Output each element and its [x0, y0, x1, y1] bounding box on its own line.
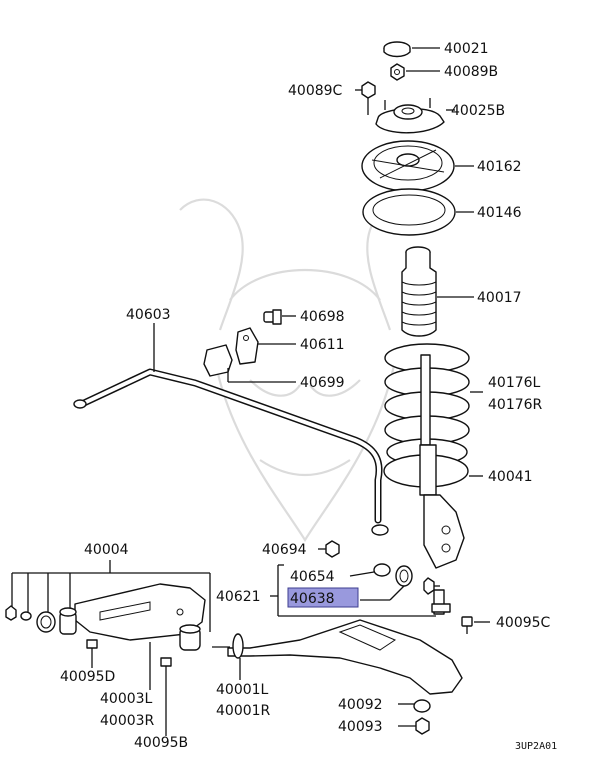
part-40041-strut-assembly[interactable] — [383, 354, 483, 569]
part-40638-stabilizer-link[interactable] — [423, 577, 451, 615]
part-nut-small[interactable] — [5, 605, 17, 621]
label-40021[interactable]: 40021 — [444, 41, 489, 57]
part-40162-spring-seat[interactable] — [361, 140, 474, 192]
label-40694[interactable]: 40694 — [262, 542, 307, 558]
label-40017[interactable]: 40017 — [477, 290, 522, 306]
label-40146[interactable]: 40146 — [477, 205, 522, 221]
part-40694-nut[interactable] — [318, 540, 340, 558]
part-bushing-rear[interactable] — [179, 624, 201, 651]
part-spacer-ring[interactable] — [36, 611, 56, 633]
part-washer[interactable] — [395, 565, 413, 587]
label-40611[interactable]: 40611 — [300, 337, 345, 353]
part-40021-dust-cap[interactable] — [383, 41, 440, 58]
part-40092-spacer[interactable] — [398, 699, 431, 713]
part-40611-bracket[interactable] — [235, 327, 296, 365]
label-40001r[interactable]: 40001R — [216, 703, 271, 719]
label-40041[interactable]: 40041 — [488, 469, 533, 485]
part-40089c-nut[interactable] — [355, 81, 376, 115]
figure-code: 3UP2A01 — [515, 741, 557, 752]
part-bushing-front[interactable] — [59, 607, 77, 635]
label-40003l[interactable]: 40003L — [100, 691, 153, 707]
label-40025b[interactable]: 40025B — [451, 103, 505, 119]
label-40176l[interactable]: 40176L — [488, 375, 541, 391]
label-40095c[interactable]: 40095C — [496, 615, 551, 631]
label-40001l[interactable]: 40001L — [216, 682, 269, 698]
part-washer-small[interactable] — [20, 611, 32, 621]
part-40004-callout-bracket — [11, 560, 211, 632]
part-40003-crossmember[interactable] — [74, 583, 206, 690]
label-40603[interactable]: 40603 — [126, 307, 171, 323]
label-40176r[interactable]: 40176R — [488, 397, 543, 413]
label-40093[interactable]: 40093 — [338, 719, 383, 735]
part-40621-callout-bracket — [270, 564, 436, 617]
label-40621[interactable]: 40621 — [216, 589, 261, 605]
label-40095d[interactable]: 40095D — [60, 669, 115, 685]
part-40146-spring-insulator[interactable] — [362, 188, 474, 236]
part-40698-bolt[interactable] — [263, 309, 296, 325]
label-40638[interactable]: 40638 — [290, 591, 335, 607]
part-40654-bushing[interactable] — [349, 563, 391, 577]
label-40654[interactable]: 40654 — [290, 569, 335, 585]
highlight-box-40638[interactable] — [287, 587, 359, 608]
part-40095c-bolt[interactable] — [461, 616, 490, 634]
part-40093-nut[interactable] — [398, 717, 430, 735]
label-40004[interactable]: 40004 — [84, 542, 129, 558]
label-40162[interactable]: 40162 — [477, 159, 522, 175]
label-40698[interactable]: 40698 — [300, 309, 345, 325]
label-40699[interactable]: 40699 — [300, 375, 345, 391]
part-40095d-bolt[interactable] — [86, 639, 98, 668]
part-40001-lower-arm[interactable] — [212, 619, 463, 695]
part-40603-stabilizer-bar[interactable] — [73, 323, 389, 536]
part-40095b-bolt[interactable] — [160, 657, 172, 736]
part-40089b-nut[interactable] — [390, 63, 440, 81]
label-40089c[interactable]: 40089C — [288, 83, 343, 99]
part-40025b-upper-mount[interactable] — [375, 98, 455, 134]
label-40089b[interactable]: 40089B — [444, 64, 498, 80]
label-40095b[interactable]: 40095B — [134, 735, 188, 751]
label-40092[interactable]: 40092 — [338, 697, 383, 713]
part-40699-bushing[interactable] — [203, 344, 296, 383]
part-40017-bump-boot[interactable] — [401, 246, 474, 337]
label-40003r[interactable]: 40003R — [100, 713, 155, 729]
